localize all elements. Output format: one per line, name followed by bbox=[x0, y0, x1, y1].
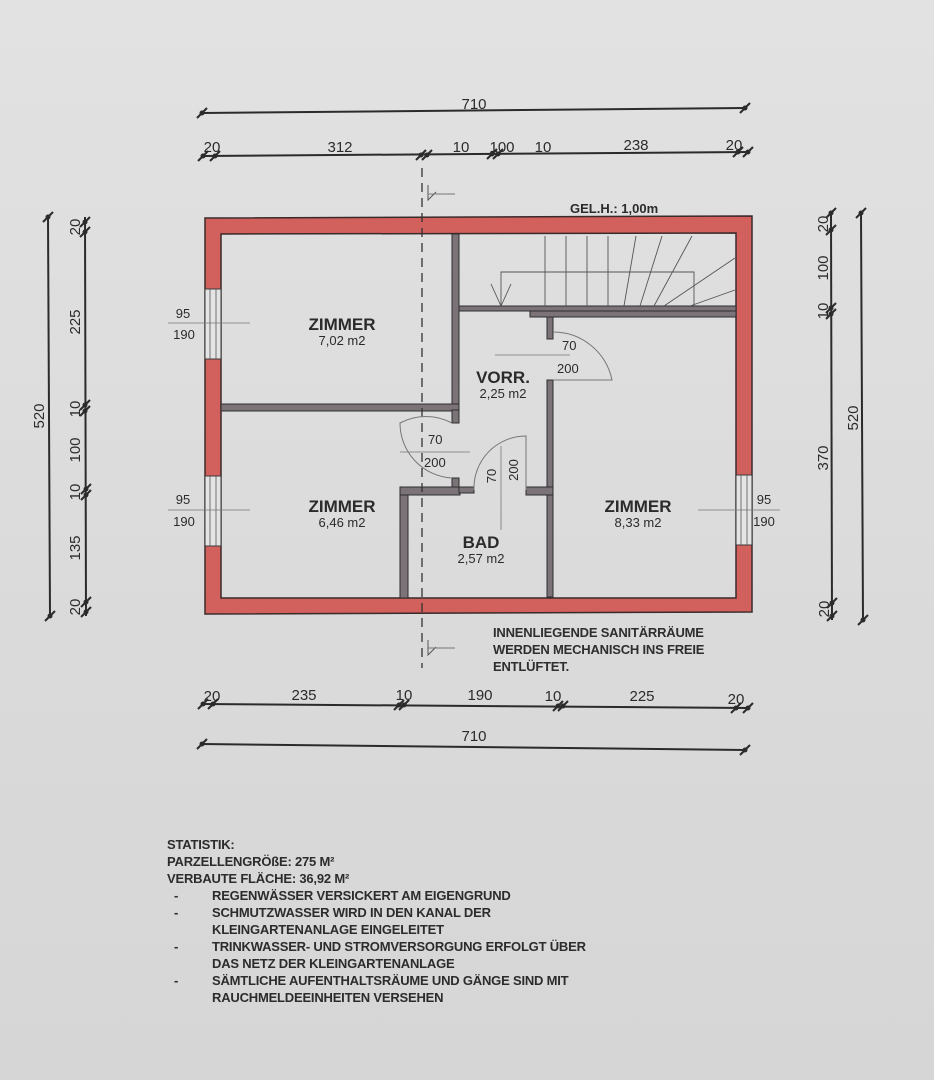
bottom-segment-dimensions: 20 235 10 190 10 225 20 bbox=[197, 687, 754, 714]
statistics-bullet: - REGENWÄSSER VERSICKERT AM EIGENGRUND bbox=[174, 888, 511, 903]
svg-text:370: 370 bbox=[815, 445, 832, 470]
svg-text:520: 520 bbox=[845, 405, 862, 430]
svg-text:190: 190 bbox=[173, 327, 195, 342]
left-segment-dimensions: 20 225 10 100 10 135 20 bbox=[67, 216, 92, 618]
svg-text:20: 20 bbox=[728, 691, 745, 708]
section-line bbox=[421, 168, 455, 668]
inner-walls bbox=[220, 233, 737, 599]
svg-text:ZIMMER: ZIMMER bbox=[604, 497, 671, 516]
svg-text:6,46 m2: 6,46 m2 bbox=[319, 515, 366, 530]
svg-text:BAD: BAD bbox=[463, 533, 500, 552]
built-area: VERBAUTE FLÄCHE: 36,92 M² bbox=[167, 871, 350, 886]
left-overall-dimension: 520 bbox=[31, 211, 56, 622]
svg-text:2,25 m2: 2,25 m2 bbox=[480, 386, 527, 401]
window-label-left-upper: 95 190 bbox=[168, 306, 250, 342]
svg-text:10: 10 bbox=[396, 687, 413, 704]
svg-text:20: 20 bbox=[726, 137, 743, 154]
svg-text:710: 710 bbox=[461, 728, 486, 745]
svg-text:10: 10 bbox=[453, 139, 470, 156]
svg-text:10: 10 bbox=[67, 401, 84, 418]
stair-height-label: GEL.H.: 1,00m bbox=[570, 201, 658, 216]
svg-text:20: 20 bbox=[204, 139, 221, 156]
svg-text:135: 135 bbox=[67, 535, 84, 560]
svg-text:20: 20 bbox=[204, 688, 221, 705]
svg-text:100: 100 bbox=[67, 437, 84, 462]
door-vorr-zimmer-right: 70 200 bbox=[495, 331, 613, 381]
statistics-bullet: - SÄMTLICHE AUFENTHALTSRÄUME UND GÄNGE S… bbox=[174, 973, 569, 1005]
svg-text:70: 70 bbox=[428, 432, 442, 447]
svg-text:10: 10 bbox=[545, 688, 562, 705]
room-zimmer-right: ZIMMER 8,33 m2 bbox=[604, 497, 671, 530]
plot-size: PARZELLENGRÖßE: 275 M² bbox=[167, 854, 335, 869]
svg-text:100: 100 bbox=[489, 139, 514, 156]
svg-text:ZIMMER: ZIMMER bbox=[308, 315, 375, 334]
svg-text:200: 200 bbox=[557, 361, 579, 376]
svg-text:520: 520 bbox=[31, 403, 48, 428]
room-bad: BAD 2,57 m2 bbox=[458, 533, 505, 566]
svg-text:10: 10 bbox=[815, 303, 832, 320]
svg-text:10: 10 bbox=[67, 484, 84, 501]
window-left-lower bbox=[204, 475, 222, 547]
top-segment-dimensions: 20 312 10 100 10 238 20 bbox=[197, 137, 754, 162]
svg-text:70: 70 bbox=[562, 338, 576, 353]
window-left-upper bbox=[204, 288, 222, 360]
statistics-title: STATISTIK: bbox=[167, 837, 235, 852]
svg-text:95: 95 bbox=[176, 306, 190, 321]
right-segment-dimensions: 20 100 10 370 20 bbox=[815, 207, 838, 622]
svg-text:ZIMMER: ZIMMER bbox=[308, 497, 375, 516]
svg-text:190: 190 bbox=[467, 687, 492, 704]
room-zimmer-bottom-left: ZIMMER 6,46 m2 bbox=[308, 497, 375, 530]
svg-text:70: 70 bbox=[484, 469, 499, 483]
svg-text:2,57 m2: 2,57 m2 bbox=[458, 551, 505, 566]
svg-text:312: 312 bbox=[327, 139, 352, 156]
svg-text:95: 95 bbox=[176, 492, 190, 507]
svg-text:20: 20 bbox=[816, 601, 833, 618]
svg-text:VORR.: VORR. bbox=[476, 368, 530, 387]
staircase bbox=[490, 235, 736, 307]
statistics-bullet: - TRINKWASSER- UND STROMVERSORGUNG ERFOL… bbox=[174, 939, 586, 971]
svg-text:710: 710 bbox=[461, 96, 486, 113]
svg-text:100: 100 bbox=[815, 255, 832, 280]
svg-text:225: 225 bbox=[67, 309, 84, 334]
window-label-left-lower: 95 190 bbox=[168, 492, 250, 529]
statistics-block: STATISTIK: PARZELLENGRÖßE: 275 M² VERBAU… bbox=[167, 836, 727, 1006]
svg-text:20: 20 bbox=[815, 216, 832, 233]
svg-text:8,33 m2: 8,33 m2 bbox=[615, 515, 662, 530]
svg-text:238: 238 bbox=[623, 137, 648, 154]
ventilation-note: INNENLIEGENDE SANITÄRRÄUME WERDEN MECHAN… bbox=[493, 625, 705, 674]
room-vorraum: VORR. 2,25 m2 bbox=[476, 368, 530, 401]
svg-text:235: 235 bbox=[291, 687, 316, 704]
svg-text:190: 190 bbox=[753, 514, 775, 529]
bottom-overall-dimension: 710 bbox=[196, 728, 751, 756]
svg-text:20: 20 bbox=[67, 219, 84, 236]
svg-text:200: 200 bbox=[424, 455, 446, 470]
room-zimmer-top-left: ZIMMER 7,02 m2 bbox=[308, 315, 375, 348]
right-overall-dimension: 520 bbox=[845, 207, 869, 626]
svg-text:190: 190 bbox=[173, 514, 195, 529]
window-label-right: 95 190 bbox=[698, 492, 780, 529]
svg-text:200: 200 bbox=[506, 459, 521, 481]
door-vorr-zimmer-left: 70 200 bbox=[399, 416, 470, 479]
svg-text:225: 225 bbox=[629, 688, 654, 705]
door-bad: 70 200 bbox=[473, 435, 527, 530]
svg-text:20: 20 bbox=[67, 599, 84, 616]
svg-text:10: 10 bbox=[535, 139, 552, 156]
svg-text:7,02 m2: 7,02 m2 bbox=[319, 333, 366, 348]
top-overall-dimension: 710 bbox=[196, 96, 751, 119]
svg-text:95: 95 bbox=[757, 492, 771, 507]
